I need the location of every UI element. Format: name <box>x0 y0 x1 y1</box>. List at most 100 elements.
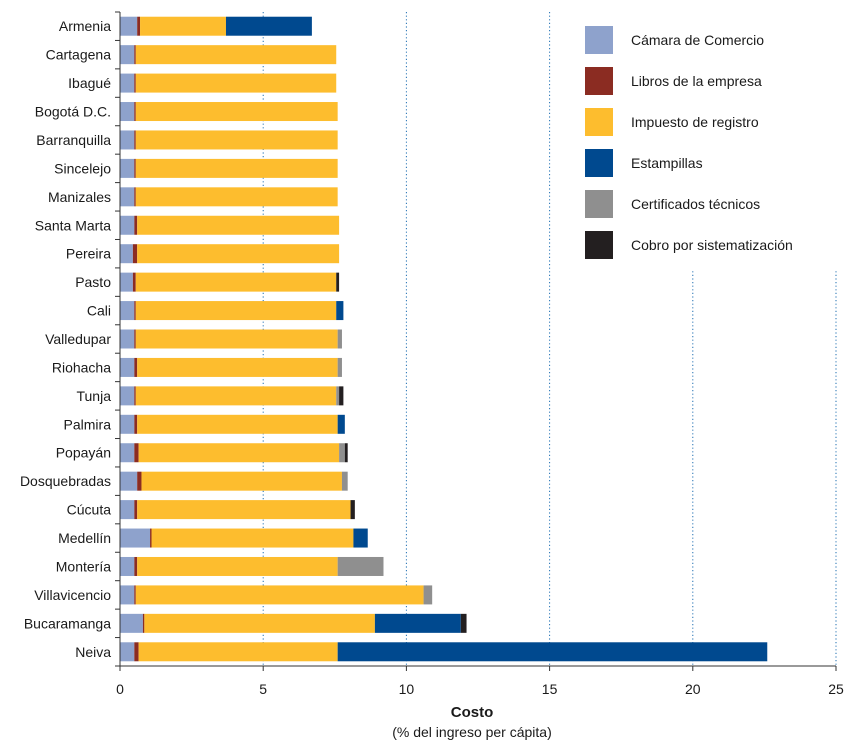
category-label: Cali <box>87 303 111 319</box>
category-label: Villavicencio <box>34 587 111 603</box>
x-tick-label: 15 <box>542 681 558 697</box>
bar-segment <box>336 272 340 292</box>
bar-segment <box>144 613 375 633</box>
bar-segment <box>135 73 337 93</box>
category-label: Medellín <box>58 530 111 546</box>
legend-label: Estampillas <box>631 155 703 171</box>
bar-segment <box>120 130 135 150</box>
bar-segment <box>135 45 337 65</box>
bar-segment <box>137 556 338 576</box>
category-label: Ibagué <box>68 75 111 91</box>
bar-segment <box>337 329 342 349</box>
x-axis-label: Costo <box>451 704 494 721</box>
bar-segment <box>120 556 135 576</box>
bar-segment <box>120 187 135 207</box>
bar-segment <box>120 357 135 377</box>
category-label: Pasto <box>75 274 111 290</box>
legend-label: Certificados técnicos <box>631 196 760 212</box>
bar-segment <box>135 329 338 349</box>
bar-segment <box>134 414 138 434</box>
bar-segment <box>374 613 461 633</box>
x-tick-label: 25 <box>828 681 844 697</box>
category-label: Cartagena <box>46 47 112 63</box>
category-label: Tunja <box>76 388 111 404</box>
category-label: Palmira <box>64 416 112 432</box>
legend-swatch <box>585 26 613 54</box>
bar-segment <box>135 130 338 150</box>
category-label: Dosquebradas <box>20 473 111 489</box>
bar-segment <box>339 386 344 406</box>
bar-segment <box>120 272 133 292</box>
legend-label: Cámara de Comercio <box>631 32 764 48</box>
bar-segment <box>120 102 135 122</box>
legend-label: Impuesto de registro <box>631 114 759 130</box>
bar-segment <box>138 443 340 463</box>
bar-segment <box>120 386 135 406</box>
bar-segment <box>137 471 142 491</box>
bar-segment <box>132 272 136 292</box>
x-axis-sublabel: (% del ingreso per cápita) <box>392 724 552 740</box>
bar-segment <box>423 585 433 605</box>
category-label: Sincelejo <box>54 160 111 176</box>
bar-segment <box>120 73 135 93</box>
bar-segment <box>134 187 136 207</box>
bar-segment <box>120 528 151 548</box>
bar-segment <box>134 102 136 122</box>
category-label: Riohacha <box>52 359 111 375</box>
bar-segment <box>151 528 354 548</box>
bar-segment <box>137 500 351 520</box>
category-label: Cúcuta <box>67 502 112 518</box>
bar-segment <box>135 272 337 292</box>
category-label: Neiva <box>75 644 111 660</box>
legend-swatch <box>585 190 613 218</box>
x-tick-label: 10 <box>399 681 415 697</box>
bar-segment <box>137 414 338 434</box>
bar-segment <box>140 16 226 36</box>
bar-segment <box>120 443 135 463</box>
bar-segment <box>137 244 340 264</box>
bar-segment <box>134 386 136 406</box>
bar-segment <box>336 386 340 406</box>
category-label: Manizales <box>48 189 111 205</box>
bar-segment <box>134 215 138 235</box>
legend-swatch <box>585 67 613 95</box>
bar-segment <box>135 187 338 207</box>
legend-swatch <box>585 149 613 177</box>
bar-segment <box>135 386 337 406</box>
bar-segment <box>142 613 145 633</box>
bars <box>120 16 768 662</box>
bar-segment <box>337 357 342 377</box>
bar-segment <box>134 158 136 178</box>
legend-swatch <box>585 108 613 136</box>
bar-segment <box>225 16 312 36</box>
bar-segment <box>460 613 467 633</box>
category-label: Bogotá D.C. <box>35 104 111 120</box>
bar-segment <box>132 244 138 264</box>
bar-segment <box>120 585 135 605</box>
bar-segment <box>120 414 135 434</box>
bar-segment <box>135 301 337 321</box>
bar-segment <box>344 443 348 463</box>
bar-segment <box>120 301 135 321</box>
bar-segment <box>137 357 338 377</box>
bar-segment <box>134 73 136 93</box>
bar-segment <box>134 556 138 576</box>
bar-segment <box>120 613 143 633</box>
bar-segment <box>120 500 135 520</box>
bar-segment <box>134 443 139 463</box>
bar-segment <box>120 642 135 662</box>
bar-segment <box>137 215 340 235</box>
category-label: Barranquilla <box>36 132 111 148</box>
bar-segment <box>336 301 344 321</box>
bar-segment <box>120 158 135 178</box>
bar-segment <box>120 215 135 235</box>
bar-segment <box>353 528 368 548</box>
bar-segment <box>134 130 136 150</box>
bar-segment <box>120 471 138 491</box>
category-label: Armenia <box>59 18 111 34</box>
bar-segment <box>137 16 141 36</box>
x-tick-label: 20 <box>685 681 701 697</box>
